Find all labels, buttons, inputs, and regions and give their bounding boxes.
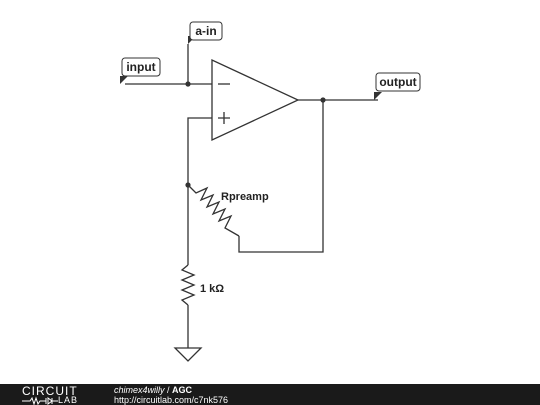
brand-circuit: CIRCUIT (22, 384, 78, 398)
footer-meta: chimex4willy / AGC http://circuitlab.com… (114, 385, 228, 405)
resistor-1k-label: 1 kΩ (200, 283, 224, 295)
circuit-schematic: a-in input output Rpreamp 1 kΩ (120, 21, 421, 362)
net-label-a-in[interactable]: a-in (188, 21, 223, 44)
net-label-input[interactable]: input (120, 57, 161, 84)
brand-lab: LAB (58, 395, 79, 405)
svg-text:input: input (126, 60, 155, 74)
wire-noninverting (187, 117, 212, 185)
ground-symbol (173, 347, 203, 362)
footer-url[interactable]: http://circuitlab.com/c7nk576 (114, 395, 229, 405)
opamp-noninverting-mark (218, 112, 230, 124)
svg-text:output: output (379, 75, 416, 89)
rpreamp-label: Rpreamp (221, 191, 269, 203)
circuitlab-logo[interactable]: CIRCUIT LAB (22, 385, 94, 405)
footer-bar: CIRCUIT LAB chimex4willy / AGC http://ci… (0, 384, 540, 405)
resistor-wave-icon (22, 396, 58, 405)
footer-separator: / (164, 385, 173, 395)
junctions (185, 81, 326, 188)
junction-divider (185, 182, 191, 188)
net-label-output[interactable]: output (374, 72, 421, 100)
junction-input (185, 81, 191, 87)
rpreamp-resistor (187, 184, 240, 237)
wire-feedback (238, 100, 324, 253)
opamp-triangle (211, 58, 300, 142)
junction-output (320, 97, 326, 103)
resistor-1k (180, 264, 196, 306)
footer-author[interactable]: chimex4willy (114, 385, 165, 395)
svg-text:a-in: a-in (195, 24, 216, 38)
footer-title[interactable]: AGC (172, 385, 193, 395)
